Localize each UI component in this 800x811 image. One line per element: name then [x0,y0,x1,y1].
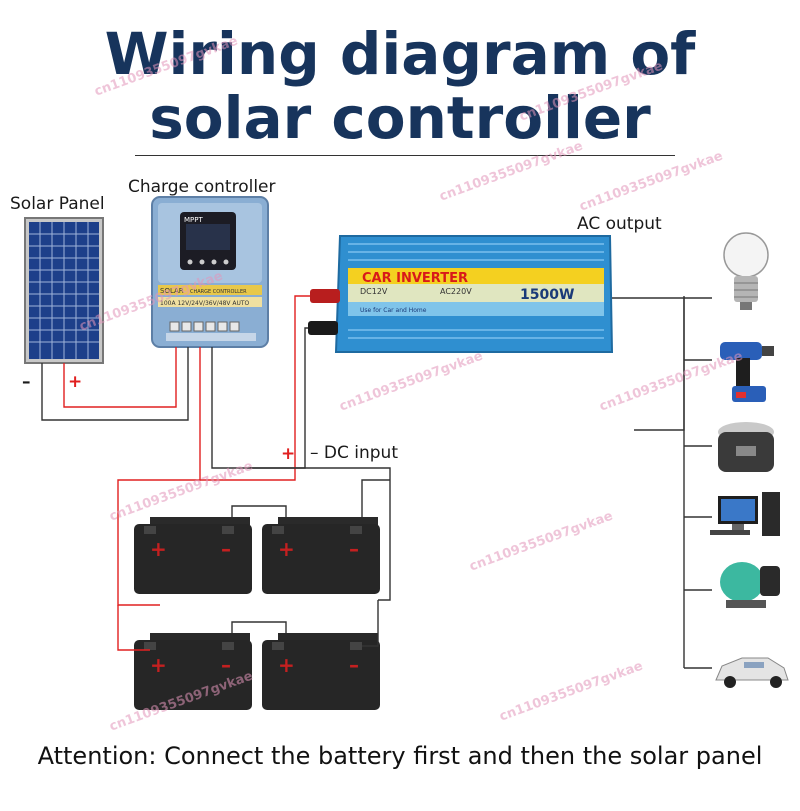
battery-3-minus: – [221,653,231,677]
desktop-computer-icon [710,492,780,536]
inverter [308,235,614,353]
solar-panel-label: Solar Panel [10,194,105,214]
water-pump-icon [720,562,780,608]
battery-2-plus: + [278,537,295,561]
battery-parallel-positive [117,605,150,651]
ac-output-wire [612,297,685,431]
battery-2 [262,517,380,594]
light-bulb-icon [723,232,769,310]
title-line-2: solar controller [149,84,651,152]
dc-plus-label: + [281,444,296,464]
title-line-1: Wiring diagram of [104,20,696,88]
dc-input-label: – DC input [310,443,398,463]
controller-subtitle: CHARGE CONTROLLER [190,289,247,295]
controller-battery-positive-wire [117,347,201,606]
battery-series-link-top [231,505,287,522]
battery-series-link-bottom [231,621,287,638]
title-divider [135,155,675,156]
inverter-input: DC12V [360,287,388,296]
power-drill-icon [720,342,774,402]
battery-negative-trunk [361,479,390,520]
battery-bank [134,517,380,710]
battery-3-plus: + [150,653,167,677]
attention-note: Attention: Connect the battery first and… [37,742,763,770]
car-icon [715,657,789,688]
battery-1 [134,517,252,594]
inverter-positive-wire [200,295,310,481]
battery-4-minus: – [349,653,359,677]
panel-plus-label: + [68,372,83,392]
solar-panel [24,217,104,364]
battery-4 [262,633,380,710]
inverter-tagline: Use for Car and Home [360,307,427,314]
battery-1-minus: – [221,537,231,561]
charge-controller [151,196,269,348]
battery-parallel-negative [362,600,379,647]
rice-cooker-icon [718,422,774,472]
controller-model: SOLAR [160,287,184,295]
inverter-power: 1500W [520,287,574,303]
inverter-negative-wire [250,327,308,469]
inverter-output: AC220V [440,287,472,296]
charge-controller-label: Charge controller [128,177,276,197]
controller-brand: MPPT [184,216,203,224]
controller-load-wire [211,347,391,601]
panel-negative-wire [41,347,189,421]
battery-1-plus: + [150,537,167,561]
ac-output-label: AC output [577,214,662,234]
battery-4-plus: + [278,653,295,677]
panel-positive-wire [63,347,177,408]
battery-3 [134,633,252,710]
controller-voltages: 100A 12V/24V/36V/48V AUTO [160,300,250,307]
panel-minus-label: – [22,372,31,392]
battery-2-minus: – [349,537,359,561]
inverter-name: CAR INVERTER [362,271,468,286]
